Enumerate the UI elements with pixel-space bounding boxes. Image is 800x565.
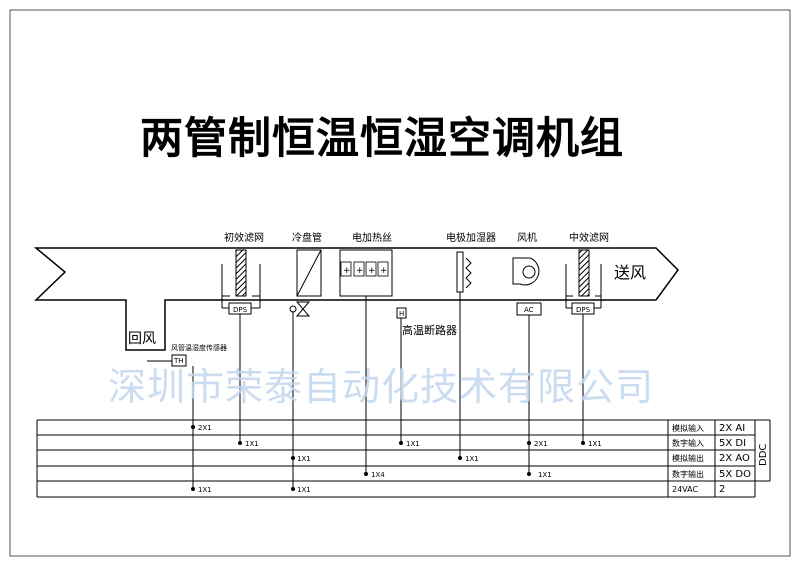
- wire-label-dps2-di: 1X1: [588, 440, 602, 448]
- io-table: [36, 419, 771, 498]
- electrode-humidifier-label: 电极加湿器: [446, 231, 496, 244]
- high-temp-breaker-label: 高温断路器: [402, 323, 457, 337]
- wire-label-humidifier-ao: 1X1: [465, 455, 479, 463]
- wire-label-th-24vac: 1X1: [198, 486, 212, 494]
- io-row-label: 模拟输出: [672, 453, 704, 463]
- humidifier-icon: [456, 251, 472, 293]
- svg-text:+: +: [380, 266, 388, 276]
- air-duct: [33, 247, 679, 351]
- io-row-value: 2X AI: [719, 423, 745, 434]
- return-air-label: 回风: [128, 331, 156, 347]
- io-row-value: 5X DO: [719, 469, 751, 480]
- duct-sensor-label: 风管温湿度传感器: [171, 343, 227, 352]
- wire-label-fan-do: 1X1: [538, 471, 552, 479]
- wire-label-th-ai: 2X1: [198, 424, 212, 432]
- wire-label-valve-24vac: 1X1: [297, 486, 311, 494]
- dps-label-2: DPS: [576, 306, 591, 314]
- svg-text:+: +: [368, 266, 376, 276]
- wiring-dots: [191, 425, 585, 491]
- th-sensor-box: [171, 354, 187, 367]
- svg-text:+: +: [343, 266, 351, 276]
- medium-filter-icon: [565, 249, 602, 297]
- cooling-coil-icon: [296, 249, 322, 297]
- io-row-value: 2X AO: [719, 453, 750, 464]
- supply-air-label: 送风: [614, 263, 646, 282]
- wire-label-breaker-di: 1X1: [406, 440, 420, 448]
- fan-label: 风机: [517, 231, 537, 244]
- primary-filter-label: 初效滤网: [224, 231, 264, 244]
- io-row-value: 5X DI: [719, 438, 746, 449]
- electric-heater-label: 电加热丝: [352, 231, 392, 244]
- ac-label: AC: [524, 306, 534, 314]
- svg-text:+: +: [356, 266, 364, 276]
- ddc-label: DDC: [758, 444, 769, 466]
- company-watermark: 深圳市荣泰自动化技术有限公司: [108, 365, 655, 409]
- th-label: TH: [173, 357, 184, 365]
- io-row-label: 24VAC: [672, 485, 698, 494]
- io-row-label: 模拟输入: [672, 423, 704, 433]
- medium-filter-label: 中效滤网: [569, 231, 609, 244]
- drawing-frame: [9, 9, 791, 557]
- cooling-coil-label: 冷盘管: [292, 231, 322, 244]
- wire-label-heater-do: 1X4: [371, 471, 385, 479]
- wire-label-ac-di: 2X1: [534, 440, 548, 448]
- fan-icon: [512, 257, 540, 286]
- primary-filter-icon: [221, 249, 261, 297]
- io-row-label: 数字输出: [672, 469, 704, 479]
- dps-label-1: DPS: [233, 306, 248, 314]
- wire-label-dps1-di: 1X1: [245, 440, 259, 448]
- page-title: 两管制恒温恒湿空调机组: [140, 114, 624, 164]
- h-label: H: [399, 310, 404, 318]
- wire-label-valve-ao: 1X1: [297, 455, 311, 463]
- io-row-label: 数字输入: [672, 438, 704, 448]
- electric-heater-icon: + + + +: [339, 249, 393, 297]
- io-row-value: 2: [719, 484, 725, 495]
